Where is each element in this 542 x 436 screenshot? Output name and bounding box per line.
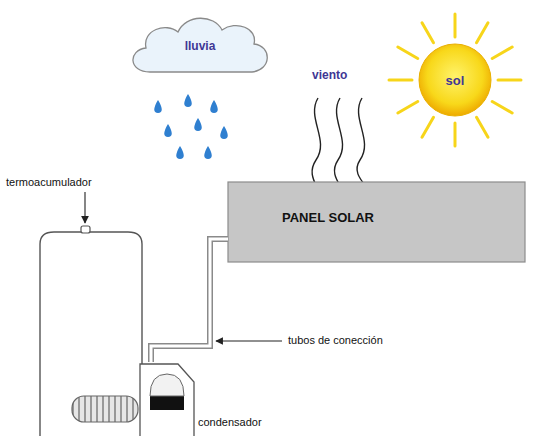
sun-disc [419,44,491,116]
node-text: PANEL SOLAR [282,210,374,225]
cloud-shape [133,18,267,72]
leader-line [84,192,85,223]
condenser-dome [150,374,184,396]
tank-body [40,232,142,436]
wind-arrows [312,98,372,196]
part-label: termoacumulador [6,176,92,188]
wind-label: viento [312,68,347,82]
connection-tubes [151,239,228,362]
tank-valve [81,226,90,233]
sun-rays [389,14,521,146]
leader-line [216,340,282,341]
panel-node: PANEL SOLAR [228,182,525,262]
part-label: condensador [198,416,262,428]
raindrops [154,94,228,159]
part-label: tubos de conección [288,334,383,346]
sun-node: sol [419,58,491,102]
cloud-node: lluvia [140,24,260,68]
node-text: lluvia [185,39,216,53]
heating-coil [72,396,138,422]
condenser-box [140,364,194,436]
solar-panel [228,182,525,262]
condenser-plate [150,396,184,410]
node-text: sol [446,73,465,88]
